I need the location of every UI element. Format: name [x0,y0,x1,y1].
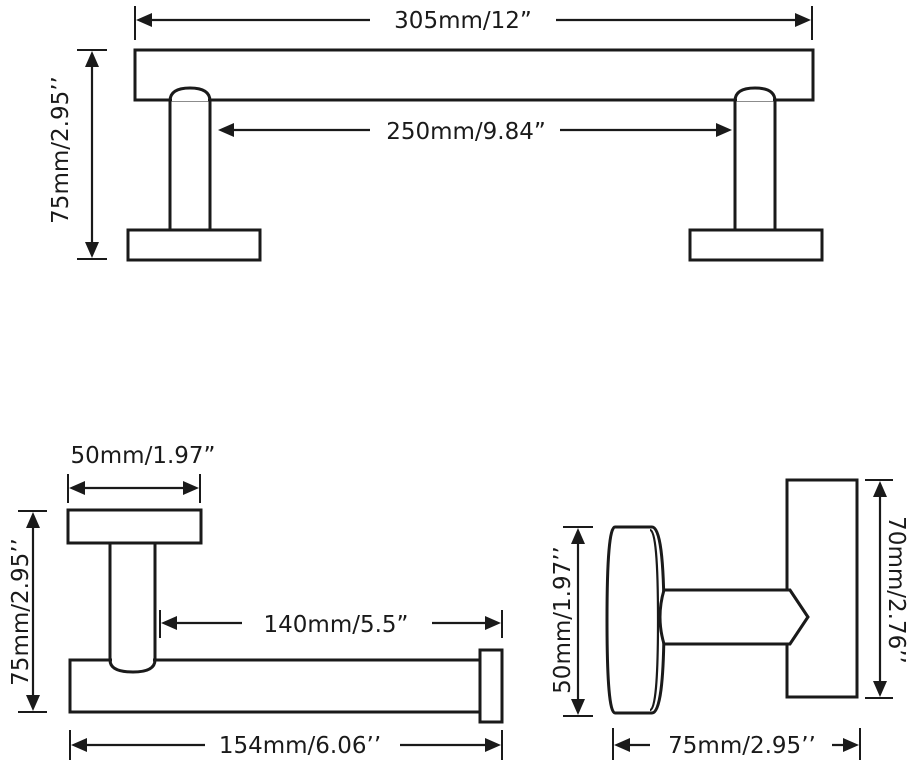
robe-hook-upright [785,478,859,699]
robe-hook-base-dimension: 50mm/1.97’’ [550,526,593,717]
robe-hook-depth-label: 75mm/2.95’’ [668,733,816,759]
towel-bar-inner-length-label: 250mm/9.84” [386,119,546,145]
paper-holder-post [108,541,157,674]
towel-bar-height-label: 75mm/2.95’’ [48,76,74,224]
towel-bar-right-post [733,86,777,232]
paper-holder-arm-dimension: 140mm/5.5” [159,610,503,638]
towel-bar-inner-dimension: 250mm/9.84” [218,119,732,145]
towel-bar-left-post [168,86,212,232]
paper-holder-arm [68,658,482,714]
towel-bar-right-base [688,228,824,262]
robe-hook-arm [658,588,810,646]
paper-holder-base [66,508,203,545]
paper-holder-base-dimension: 50mm/1.97” [67,443,216,503]
robe-hook-drawing [605,478,859,715]
robe-hook-height-dimension: 70mm/2.76’’ [865,479,909,699]
paper-holder-overall-length-label: 154mm/6.06’’ [219,733,381,759]
robe-hook-base-disc [605,525,666,715]
paper-holder-height-label: 75mm/2.95’’ [8,538,34,686]
paper-holder-arm-length-label: 140mm/5.5” [264,612,409,638]
paper-holder-end-cap [478,648,504,724]
towel-bar-rail [133,48,815,102]
towel-bar-height-dimension: 75mm/2.95’’ [48,49,107,260]
towel-bar-overall-length-label: 305mm/12” [394,8,532,34]
paper-holder-base-width-label: 50mm/1.97” [71,443,216,469]
paper-holder-height-dimension: 75mm/2.95’’ [8,510,47,713]
robe-hook-depth-dimension: 75mm/2.95’’ [612,728,861,760]
towel-bar-overall-dimension: 305mm/12” [134,6,813,40]
paper-holder-overall-dimension: 154mm/6.06’’ [69,730,503,760]
robe-hook-height-label: 70mm/2.76’’ [883,516,909,664]
towel-bar-drawing [126,48,824,262]
paper-holder-drawing [66,508,504,724]
towel-bar-left-base [126,228,262,262]
robe-hook-base-diameter-label: 50mm/1.97’’ [550,546,576,694]
